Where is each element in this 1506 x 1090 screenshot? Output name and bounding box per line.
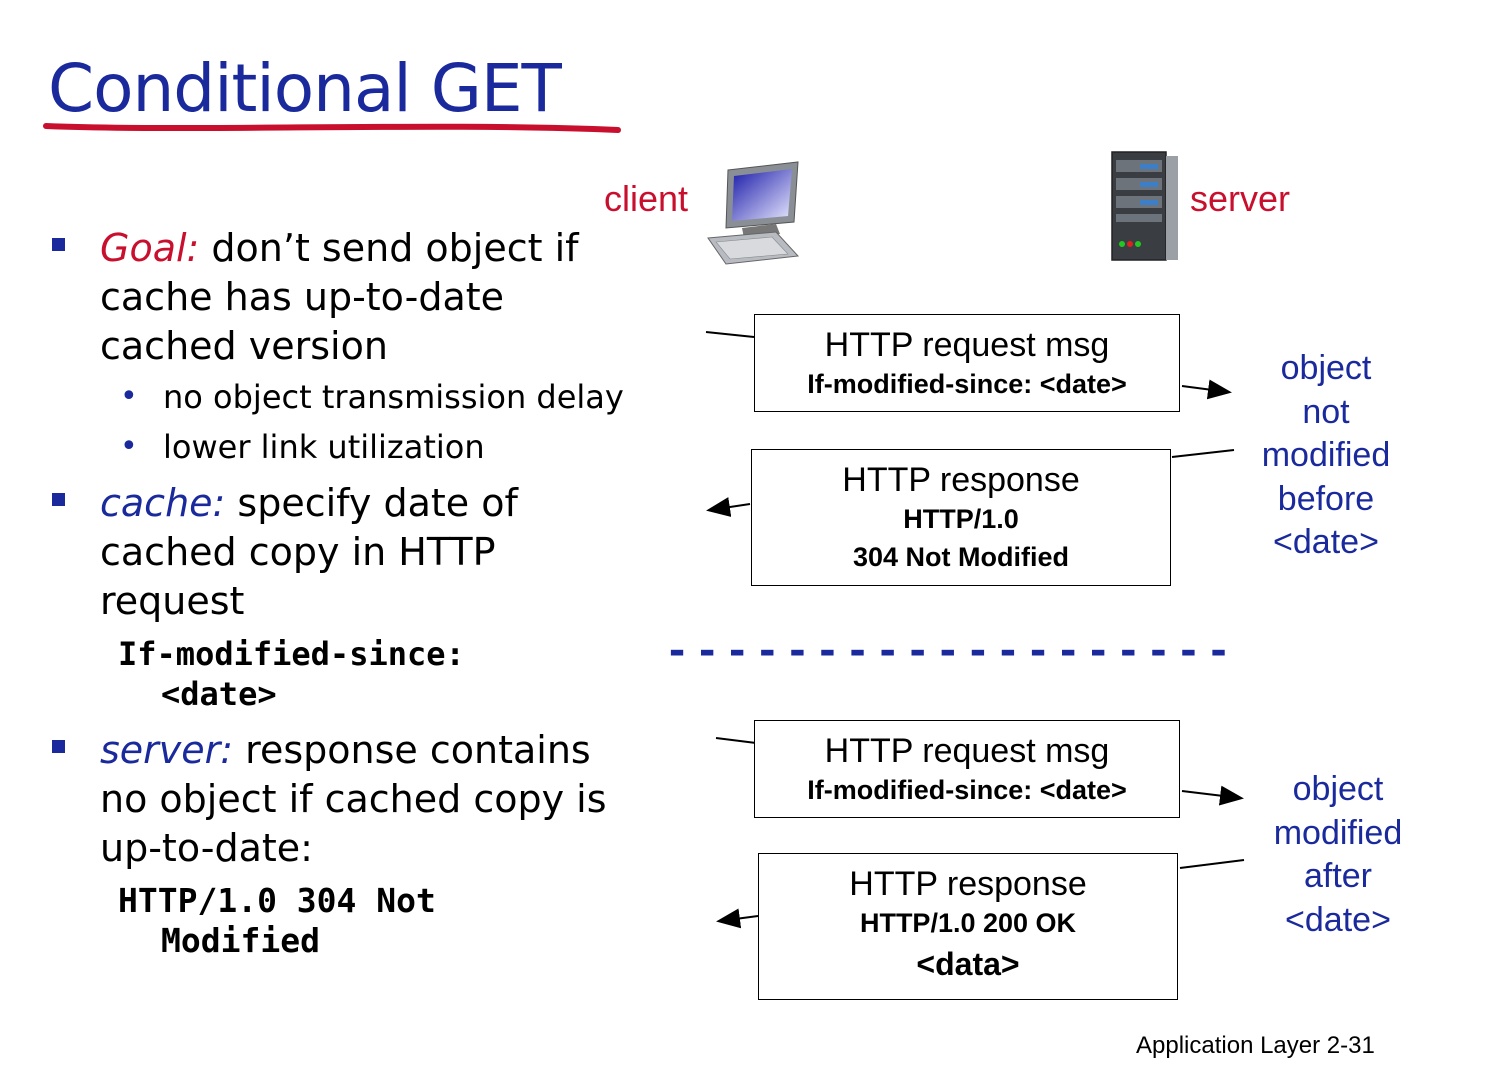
request-line2: If-modified-since: <date>: [807, 775, 1127, 805]
response-line1: HTTP response: [842, 461, 1080, 499]
note-not-modified: object not modified before <date>: [1246, 347, 1406, 565]
code-line: Modified: [161, 921, 320, 960]
response-line2: HTTP/1.0: [903, 504, 1019, 534]
bullet-lead: server:: [100, 728, 234, 772]
title-underline: [43, 123, 621, 133]
sub-bullet-text: lower link utilization: [163, 428, 485, 466]
code-line: If-modified-since:: [118, 635, 465, 673]
note-line: <date>: [1285, 900, 1391, 939]
note-line: modified: [1273, 813, 1403, 852]
request-line1: HTTP request msg: [824, 732, 1110, 770]
bullet-lead: cache:: [100, 481, 226, 525]
code-line: HTTP/1.0 304 Not: [118, 881, 436, 920]
section-divider: -------------------: [665, 628, 1237, 674]
request-box-2: HTTP request msg If-modified-since: <dat…: [754, 720, 1180, 818]
sub-bullet: • lower link utilization: [48, 427, 628, 467]
sub-bullet-text: no object transmission delay: [163, 378, 624, 416]
bullet-square-icon: [52, 238, 65, 251]
note-line: object: [1292, 770, 1384, 808]
code-line: <date>: [161, 675, 277, 713]
response-line3: <data>: [916, 946, 1020, 982]
response-box-1: HTTP response HTTP/1.0 304 Not Modified: [751, 449, 1171, 586]
slide-title: Conditional GET: [48, 50, 562, 127]
bullet-text: don’t send object if cache has up-to-dat…: [100, 226, 579, 368]
note-line: <date>: [1273, 523, 1379, 561]
bullet-server: server: response contains no object if c…: [48, 726, 628, 873]
bullet-goal: Goal: don’t send object if cache has up-…: [48, 224, 628, 371]
request-line1: HTTP request msg: [824, 326, 1110, 364]
response-line3: 304 Not Modified: [852, 542, 1069, 572]
note-line: object: [1280, 349, 1372, 387]
bullet-square-icon: [52, 493, 65, 506]
note-line: modified: [1261, 436, 1391, 474]
desktop-computer-icon: [707, 161, 800, 265]
bullet-text: specify date of cached copy in HTTP requ…: [100, 481, 518, 623]
slide-footer: Application Layer 2-31: [1136, 1032, 1375, 1059]
bullet-list: Goal: don’t send object if cache has up-…: [48, 224, 628, 961]
bullet-dot-icon: •: [120, 429, 138, 464]
response-box-2: HTTP response HTTP/1.0 200 OK <data>: [758, 853, 1178, 1000]
bullet-text: response contains no object if cached co…: [100, 728, 607, 870]
bullet-square-icon: [52, 740, 65, 753]
bullet-dot-icon: •: [120, 379, 138, 414]
note-modified: object modified after <date>: [1256, 768, 1420, 942]
server-label: server: [1190, 178, 1291, 219]
note-line: before: [1277, 479, 1375, 518]
response-line2: HTTP/1.0 200 OK: [859, 908, 1077, 938]
client-label: client: [604, 178, 689, 219]
request-box-1: HTTP request msg If-modified-since: <dat…: [754, 314, 1180, 412]
response-line1: HTTP response: [849, 865, 1087, 903]
bullet-cache: cache: specify date of cached copy in HT…: [48, 479, 628, 626]
server-tower-icon: [1111, 151, 1178, 261]
note-line: after: [1303, 857, 1373, 895]
bullet-lead: Goal:: [100, 226, 200, 270]
sub-bullet: • no object transmission delay: [48, 377, 628, 417]
note-line: not: [1302, 392, 1350, 431]
request-line2: If-modified-since: <date>: [807, 369, 1127, 399]
